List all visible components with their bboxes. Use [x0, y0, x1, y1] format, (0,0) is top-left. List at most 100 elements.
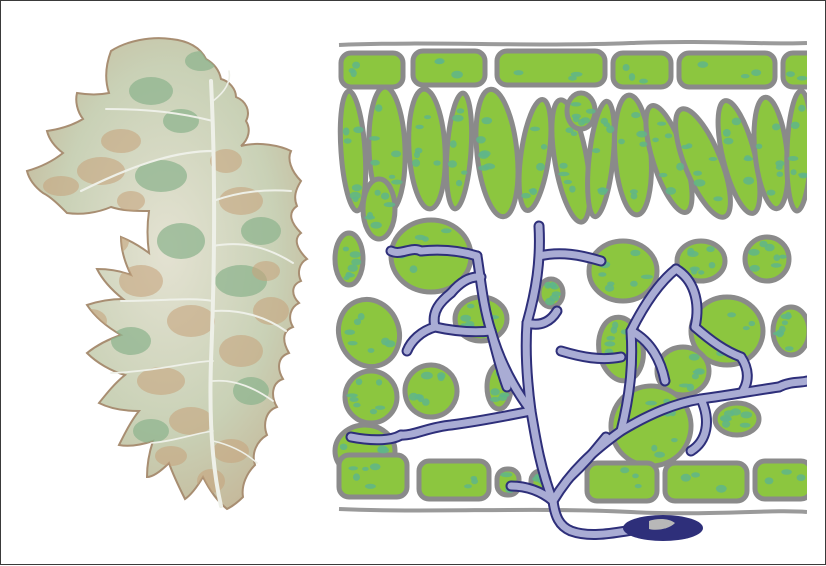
chloroplast	[549, 295, 559, 302]
leaf-lesion-spot	[129, 77, 173, 105]
chloroplast	[723, 129, 731, 137]
chloroplast	[349, 397, 358, 402]
chloroplast	[786, 71, 795, 77]
chloroplast	[709, 157, 718, 161]
chloroplast	[641, 275, 653, 279]
chloroplast	[666, 187, 677, 195]
chloroplast	[723, 138, 733, 145]
chloroplast	[788, 156, 799, 161]
chloroplast	[676, 163, 684, 171]
chloroplast	[691, 472, 700, 477]
spore	[623, 515, 703, 541]
chloroplast	[623, 64, 630, 71]
chloroplast	[356, 379, 363, 386]
chloroplast	[636, 131, 647, 138]
chloroplast	[375, 104, 382, 111]
hypha-segment	[434, 293, 451, 327]
leaf-lesion-spot	[157, 223, 205, 259]
chloroplast	[765, 477, 774, 484]
leaf-lesion-spot	[75, 309, 107, 333]
chloroplast	[606, 336, 615, 341]
upper-epidermis-cell	[783, 53, 811, 87]
chloroplast	[654, 452, 665, 458]
chloroplast	[464, 484, 472, 488]
chloroplast	[346, 393, 358, 397]
chloroplast	[620, 467, 629, 473]
chloroplast	[461, 171, 467, 175]
chloroplast	[409, 393, 418, 401]
chloroplast	[415, 235, 426, 240]
chloroplast	[570, 102, 581, 106]
chloroplast	[467, 304, 474, 309]
chloroplast	[632, 474, 639, 479]
chloroplast	[791, 169, 797, 175]
chloroplast	[748, 249, 759, 256]
leaf-lesion-spot	[169, 407, 213, 435]
chloroplast	[709, 262, 716, 268]
chloroplast	[530, 188, 537, 195]
upper-cuticle	[339, 42, 807, 45]
chloroplast	[618, 139, 625, 145]
leaf-lesion-spot	[93, 227, 129, 255]
chloroplast	[689, 354, 700, 361]
chloroplast	[779, 326, 786, 333]
chloroplast	[498, 395, 507, 401]
chloroplast	[530, 127, 540, 132]
chloroplast	[482, 117, 493, 124]
chloroplast	[375, 406, 385, 410]
chloroplast	[377, 447, 389, 453]
chloroplast	[559, 163, 567, 169]
chloroplast	[424, 115, 431, 119]
chloroplast	[412, 159, 420, 167]
lower-epidermis-cell	[339, 455, 407, 497]
chloroplast	[781, 469, 792, 475]
chloroplast	[501, 472, 513, 477]
leaf-blade	[27, 38, 307, 509]
chloroplast	[352, 184, 362, 191]
chloroplast	[686, 143, 693, 148]
chloroplast	[421, 372, 433, 380]
chloroplast	[348, 466, 358, 470]
chloroplast	[365, 484, 376, 489]
chloroplast	[635, 484, 642, 488]
chloroplast	[767, 190, 776, 196]
chloroplast	[693, 171, 702, 176]
chloroplast	[692, 373, 699, 379]
chloroplast	[438, 374, 445, 381]
chloroplast	[797, 474, 806, 481]
chloroplast	[384, 202, 396, 207]
chloroplast	[369, 136, 380, 141]
leaf-lesion-spot	[241, 217, 281, 245]
chloroplast	[521, 193, 531, 199]
chloroplast	[750, 265, 760, 272]
chloroplast	[687, 384, 694, 392]
chloroplast	[370, 409, 377, 414]
chloroplast	[782, 320, 788, 325]
chloroplast	[652, 138, 659, 143]
chloroplast	[603, 122, 610, 127]
chloroplast	[547, 283, 557, 288]
chloroplast	[343, 247, 349, 252]
chloroplast	[629, 73, 635, 81]
chloroplast	[415, 125, 423, 129]
chloroplast	[631, 193, 638, 200]
chloroplast	[348, 264, 358, 271]
chloroplast	[774, 254, 781, 261]
chloroplast	[564, 180, 572, 184]
chloroplast	[350, 70, 356, 78]
chloroplast	[639, 142, 647, 147]
chloroplast	[370, 463, 381, 470]
chloroplast	[476, 136, 486, 143]
chloroplast	[630, 250, 640, 256]
leaf-lesion-spot	[167, 305, 215, 337]
upper-epidermis-cell	[413, 51, 485, 85]
chloroplast	[414, 151, 420, 158]
spongy-mesophyll-cell	[589, 241, 657, 301]
chloroplast	[457, 108, 465, 113]
chloroplast	[578, 119, 585, 126]
chloroplast	[681, 474, 691, 482]
leaf-lesion-spot	[233, 377, 269, 405]
chloroplast	[809, 65, 811, 71]
chloroplast	[776, 165, 783, 170]
